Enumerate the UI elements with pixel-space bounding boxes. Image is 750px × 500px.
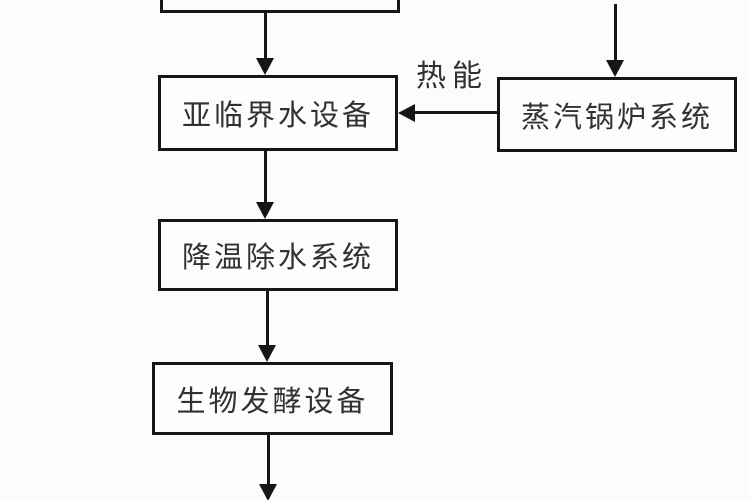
flowchart-node-subcritical-water: 亚临界水设备 [158, 75, 398, 151]
flowchart-node-steam-boiler: 蒸汽锅炉系统 [497, 77, 737, 152]
node-label-subcritical-water: 亚临界水设备 [181, 98, 374, 132]
edge-line-heat-energy [413, 111, 497, 114]
node-label-steam-boiler: 蒸汽锅炉系统 [520, 99, 713, 134]
flowchart-node-top-partial [160, 0, 400, 13]
node-label-bio-fermentation: 生物发酵设备 [176, 383, 369, 418]
arrow-down-icon [256, 58, 274, 75]
node-label-cooling-dewater: 降温除水系统 [181, 240, 374, 274]
arrow-down-icon [258, 345, 276, 362]
edge-line-into-boiler [614, 4, 617, 61]
edge-line-subcritical-to-cooling [264, 151, 267, 203]
edge-line-cooling-to-fermentation [266, 291, 269, 346]
arrow-down-icon [256, 202, 274, 219]
edge-line-fermentation-out [267, 435, 270, 485]
edge-label-heat-energy: 热能 [416, 59, 488, 94]
flowchart-node-bio-fermentation: 生物发酵设备 [152, 362, 393, 435]
arrow-down-icon [259, 484, 277, 500]
flowchart-node-cooling-dewater: 降温除水系统 [158, 219, 398, 291]
edge-line-top-to-subcritical [264, 13, 267, 59]
arrow-left-icon [398, 104, 415, 122]
arrow-down-icon [606, 60, 624, 77]
